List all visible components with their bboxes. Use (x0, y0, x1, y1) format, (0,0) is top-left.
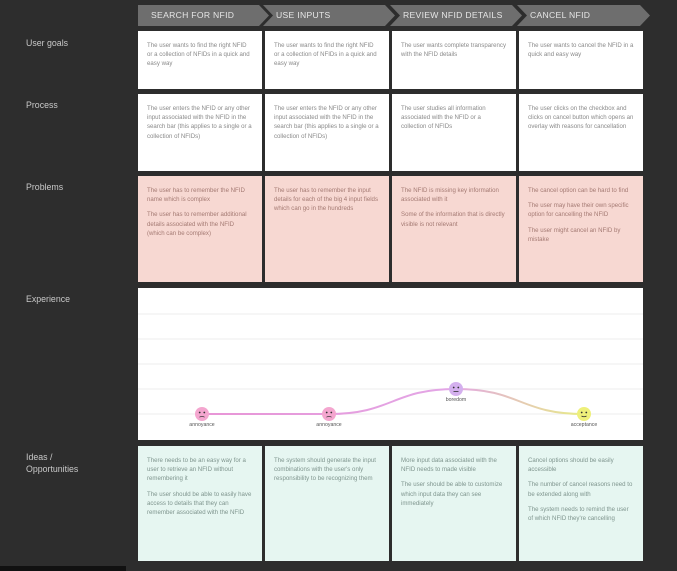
card-text: The user wants complete transparency wit… (401, 42, 506, 59)
card-text: The user enters the NFID or any other in… (147, 105, 252, 140)
problems-card: The NFID is missing key information asso… (392, 176, 516, 282)
card-text: The number of cancel reasons need to be … (528, 481, 633, 498)
bottom-strip (0, 566, 126, 571)
process-card: The user enters the NFID or any other in… (138, 94, 262, 171)
card-text: The user studies all information associa… (401, 105, 486, 131)
emotion-label: acceptance (570, 422, 598, 428)
card-text: The user clicks on the checkbox and clic… (528, 105, 634, 131)
emotion-face-icon (195, 407, 209, 421)
row-label-problems: Problems (26, 182, 64, 192)
row-label-process: Process (26, 100, 58, 110)
emotion-label: boredom (445, 397, 467, 403)
card-text: The system should generate the input com… (274, 457, 376, 483)
card-text: The user has to remember the input detai… (274, 187, 378, 213)
card-text: The user wants to cancel the NFID in a q… (528, 42, 634, 59)
user-goals-card: The user wants complete transparency wit… (392, 31, 516, 89)
card-text: The user wants to find the right NFID or… (274, 42, 377, 68)
stage-search: SEARCH FOR NFID (138, 5, 269, 26)
process-card: The user enters the NFID or any other in… (265, 94, 389, 171)
card-text: The cancel option can be hard to find (528, 187, 629, 194)
ideas-card: More input data associated with the NFID… (392, 446, 516, 561)
row-label-ideas: Ideas / Opportunities (26, 452, 79, 474)
card-text: The user should be able to customize whi… (401, 481, 503, 507)
card-text: The user should be able to easily have a… (147, 490, 252, 517)
card-text: There needs to be an easy way for a user… (147, 457, 246, 483)
row-label-user-goals: User goals (26, 38, 69, 48)
card-text: The NFID is missing key information asso… (401, 187, 499, 204)
card-text: The user might cancel an NFID by mistake (528, 226, 621, 243)
problems-card: The user has to remember the NFID name w… (138, 176, 262, 282)
card-text: The user has to remember additional deta… (147, 211, 247, 237)
stage-review: REVIEW NFID DETAILS (390, 5, 522, 26)
stage-use-inputs: USE INPUTS (263, 5, 395, 26)
emotion-label: annoyance (316, 422, 342, 428)
card-text: The user enters the NFID or any other in… (274, 105, 379, 140)
user-goals-card: The user wants to find the right NFID or… (265, 31, 389, 89)
experience-curve (202, 387, 585, 415)
ideas-card: There needs to be an easy way for a user… (138, 446, 262, 561)
emotion-face-icon (577, 407, 591, 421)
user-goals-card: The user wants to cancel the NFID in a q… (519, 31, 643, 89)
row-label-experience: Experience (26, 294, 71, 304)
emotion-face-icon (322, 407, 336, 421)
card-text: Cancel options should be easily accessib… (528, 457, 614, 474)
card-text: The user has to remember the NFID name w… (147, 187, 245, 204)
card-text: The system needs to remind the user of w… (528, 505, 629, 523)
user-goals-card: The user wants to find the right NFID or… (138, 31, 262, 89)
stage-header: SEARCH FOR NFID USE INPUTS REVIEW NFID D… (138, 5, 650, 26)
process-card: The user clicks on the checkbox and clic… (519, 94, 643, 171)
ideas-card: The system should generate the input com… (265, 446, 389, 561)
card-text: The user may have their own specific opt… (528, 202, 629, 219)
problems-card: The user has to remember the input detai… (265, 176, 389, 282)
emotion-label: annoyance (189, 422, 215, 428)
experience-curve-svg (138, 313, 643, 421)
emotion-face-icon (449, 382, 463, 396)
card-text: Some of the information that is directly… (401, 211, 505, 228)
experience-chart: annoyance annoyance boredom acceptance (138, 288, 643, 440)
process-card: The user studies all information associa… (392, 94, 516, 171)
ideas-card: Cancel options should be easily accessib… (519, 446, 643, 561)
card-text: More input data associated with the NFID… (401, 457, 497, 474)
stage-cancel: CANCEL NFID (517, 5, 650, 26)
card-text: The user wants to find the right NFID or… (147, 42, 250, 68)
